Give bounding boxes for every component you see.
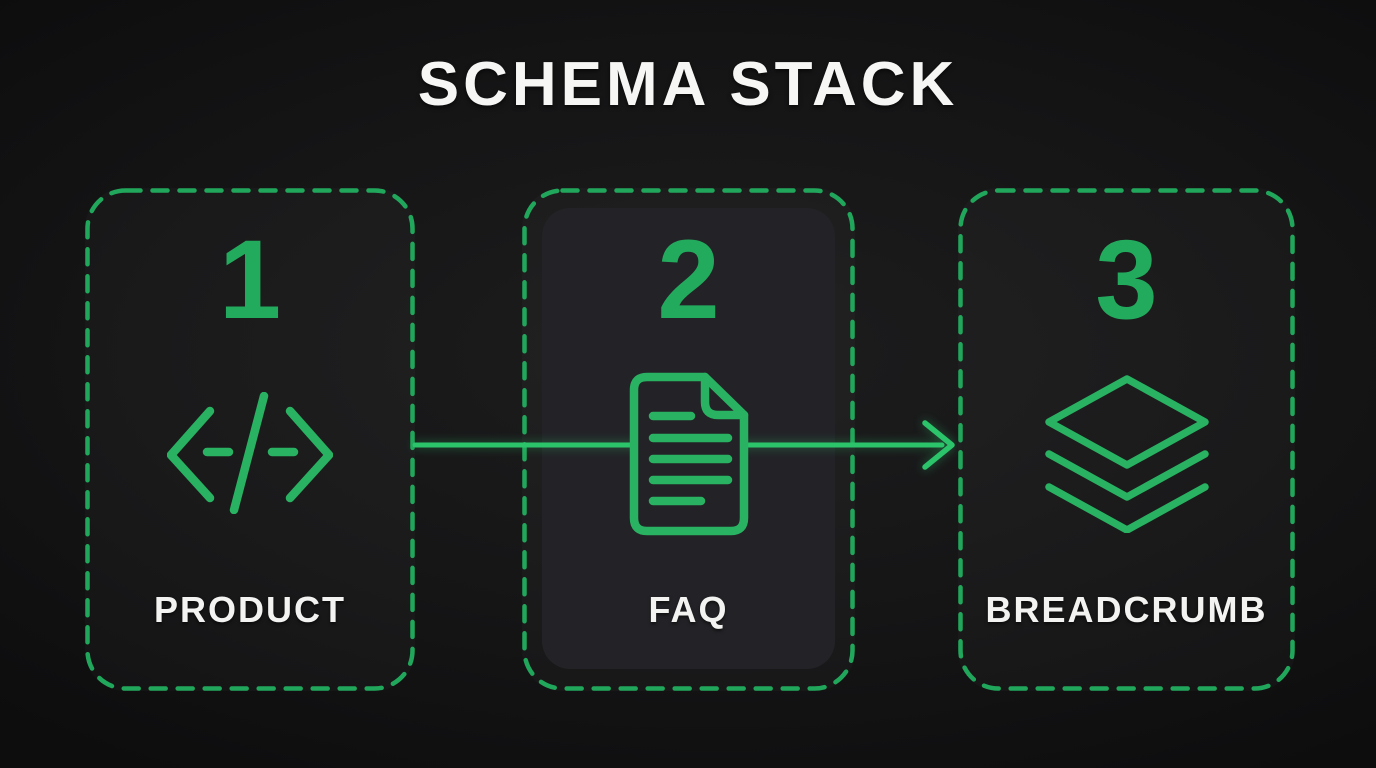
step-label: FAQ <box>648 589 729 630</box>
step-number: 2 <box>657 217 720 342</box>
step-card-product: 1 PRODUCT <box>85 188 415 691</box>
document-icon <box>522 372 855 536</box>
step-label: BREADCRUMB <box>985 589 1268 630</box>
layers-icon <box>958 375 1295 533</box>
step-number: 3 <box>1095 217 1158 342</box>
step-card-breadcrumb: 3 BREADCRUMB <box>958 188 1295 691</box>
step-number: 1 <box>218 217 282 342</box>
code-icon <box>85 392 415 514</box>
step-label: PRODUCT <box>154 589 346 630</box>
dashed-border <box>85 188 415 691</box>
page-title: SCHEMA STACK <box>417 50 959 119</box>
step-card-faq: 2 FAQ <box>522 188 855 691</box>
dashed-border <box>522 188 855 691</box>
dashed-border <box>958 188 1295 691</box>
